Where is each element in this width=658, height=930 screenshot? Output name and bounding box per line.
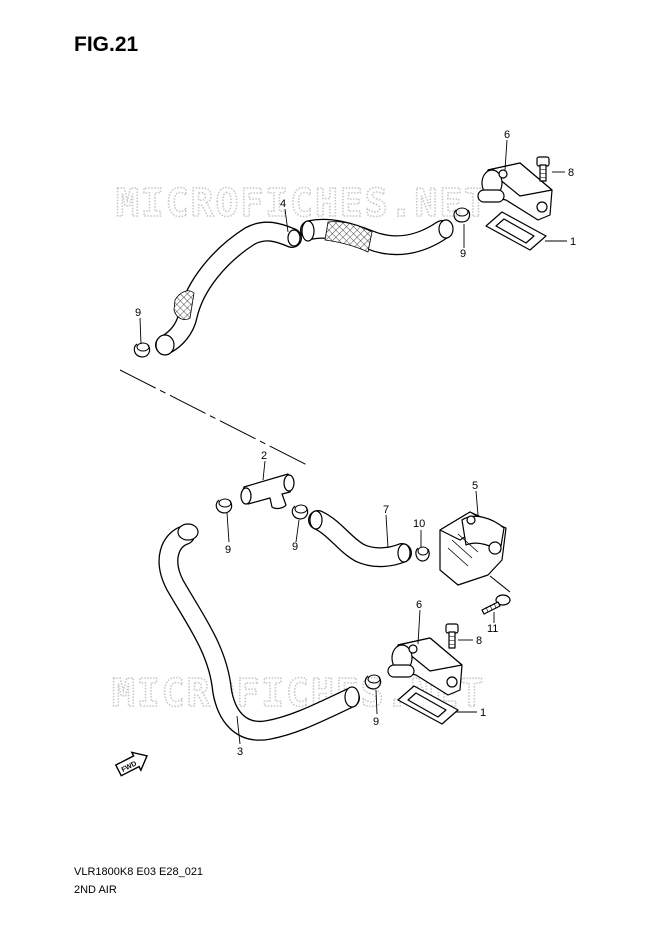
connection-line [119, 369, 308, 466]
hose-7 [308, 510, 412, 568]
connection-line-screw [489, 575, 511, 593]
callout-7: 7 [383, 504, 389, 516]
callout-6-lower: 6 [416, 599, 422, 611]
callout-4: 4 [280, 198, 286, 210]
clamp-9-upper-left [133, 342, 151, 358]
clamp-10 [415, 546, 430, 562]
valve-5 [439, 511, 507, 586]
callout-10: 10 [413, 518, 425, 530]
joint-2 [240, 473, 295, 510]
callout-9-lower-right: 9 [373, 716, 379, 728]
clamp-9-lower-right [364, 674, 382, 690]
callout-8-upper: 8 [568, 167, 574, 179]
callout-1-upper: 1 [570, 236, 576, 248]
callout-11: 11 [487, 623, 498, 635]
valve-cover-6-lower [387, 637, 463, 696]
reed-valve-1-upper [485, 211, 547, 251]
callout-9-upper-right: 9 [460, 248, 466, 260]
valve-cover-6-upper [477, 162, 553, 221]
callout-9-joint-right: 9 [292, 541, 298, 553]
figure-code: VLR1800K8 E03 E28_021 [74, 866, 204, 878]
clamp-9-joint-left [215, 498, 233, 514]
callout-9-joint-left: 9 [225, 544, 231, 556]
clamp-9-joint-right [291, 504, 309, 520]
fwd-arrow-icon: FWD [114, 751, 149, 777]
callout-6-upper: 6 [504, 129, 510, 141]
clamp-9-upper-right [453, 207, 471, 223]
callout-9-upper-left: 9 [135, 307, 141, 319]
callout-8-lower: 8 [476, 635, 482, 647]
bolt-8-lower [445, 623, 459, 649]
screw-11 [481, 594, 511, 615]
callout-5: 5 [472, 480, 478, 492]
watermark-top: MICROFICHES.NET [116, 181, 489, 225]
callout-2: 2 [261, 450, 267, 462]
callout-1-lower: 1 [480, 707, 486, 719]
hose-4 [155, 218, 454, 356]
figure-name: 2ND AIR [74, 884, 117, 896]
hose-3 [158, 523, 360, 741]
callout-3: 3 [237, 746, 243, 758]
figure-title: FIG.21 [74, 33, 139, 56]
reed-valve-1-lower [397, 685, 459, 725]
bolt-8-upper [536, 156, 550, 182]
